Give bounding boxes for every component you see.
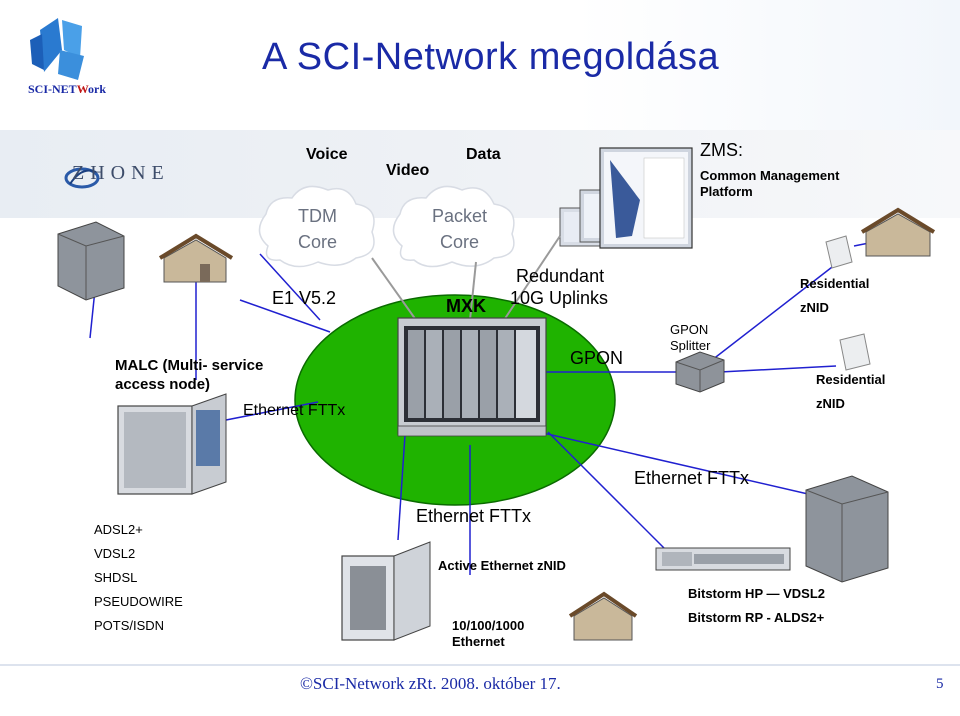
company-logo: SCI-NETWork [28,82,107,96]
voice-label: Voice [306,146,348,163]
zms-desc-1: Common Management [700,168,840,183]
znid-device-icon [825,235,871,371]
data-label: Data [466,146,501,163]
gpon-splitter-label-1: GPON [670,322,709,337]
footer-rule [0,664,960,666]
bitstorm-unit-icon [655,547,791,571]
malc-label-1: MALC (Multi- service [115,357,264,374]
e1-label: E1 V5.2 [272,288,337,308]
dsl-item: PSEUDOWIRE [94,594,183,609]
tdm-core-cloud [258,185,375,268]
uplinks-label-1: Redundant [516,266,605,286]
znid-label-1: zNID [800,300,829,315]
malc-cabinet-icon [117,393,227,495]
dsl-item: VDSL2 [94,546,136,561]
page-number: 5 [936,676,944,692]
house-icon [158,207,936,641]
packet-core-label-2: Core [440,232,480,252]
ethernet-speed-label-1: 10/100/1000 [452,618,525,633]
residential-label-1: Residential [800,276,870,291]
dsl-item: SHDSL [94,570,138,585]
mxk-chassis-icon [397,317,547,437]
dsl-item: POTS/ISDN [94,618,165,633]
packet-core-label-1: Packet [432,206,488,226]
page-title: A SCI-Network megoldása [262,36,720,78]
malc-label-2: access node) [115,376,211,393]
footer-copyright: ©SCI-Network zRt. 2008. október 17. [300,674,561,693]
gpon-label: GPON [570,348,624,368]
tdm-core-label-1: TDM [298,206,337,226]
znid-label-2: zNID [816,396,845,411]
gpon-splitter-label-2: Splitter [670,338,711,353]
zhone-logo-icon [64,167,100,189]
zhone-brand: ZHONE [72,162,170,184]
mxk-label: MXK [446,296,486,316]
uplinks-label-2: 10G Uplinks [510,288,609,308]
zms-desc-2: Platform [700,184,753,199]
tdm-core-label-2: Core [298,232,338,252]
bitstorm-hp-label: Bitstorm HP — VDSL2 [688,586,826,601]
ethernet-fttx-bottom-label: Ethernet FTTx [416,506,532,526]
header-band [0,0,960,130]
ethernet-speed-label-2: Ethernet [452,634,505,649]
packet-core-cloud [392,185,515,268]
ethernet-fttx-right-label: Ethernet FTTx [634,468,750,488]
dsl-item: ADSL2+ [94,522,143,537]
zms-label: ZMS: [700,140,743,160]
active-ethernet-znid-label: Active Ethernet zNID [438,558,566,573]
zms-screen-icon [559,147,693,249]
gpon-splitter-icon [675,351,725,393]
network-links [89,235,875,575]
bitstorm-rp-label: Bitstorm RP - ALDS2+ [688,610,825,625]
building-icon [57,221,889,583]
ethernet-fttx-left-label: Ethernet FTTx [243,402,346,419]
ethernet-cabinet-icon [341,541,431,641]
sci-network-logo-icon [30,18,84,80]
video-label: Video [386,162,430,179]
residential-label-2: Residential [816,372,886,387]
